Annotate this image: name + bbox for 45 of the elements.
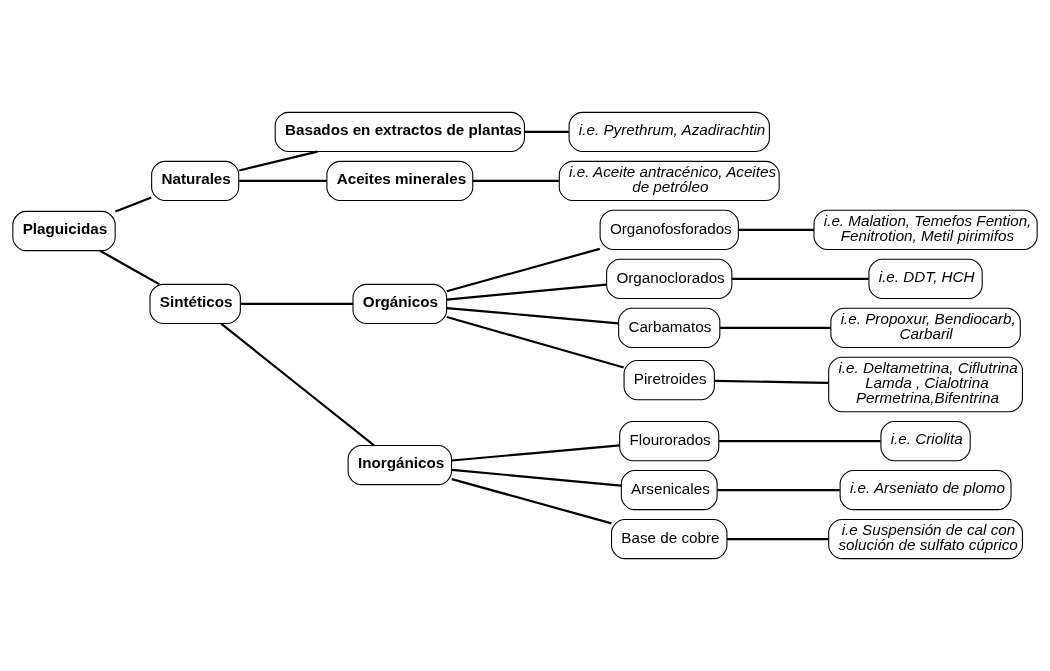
connector [451,444,620,462]
node-box: i.e. Malation, Temefos Fention, Fenitrotion, Metil pirimifos [813,209,1038,251]
connector [238,150,318,172]
node-box: Piretroides [623,360,715,401]
connector [717,489,840,492]
connector [451,478,612,525]
connector [472,179,559,182]
node-box: Organoclorados [606,258,733,300]
connector [727,537,829,541]
node-box: Plaguicidas [12,210,116,252]
connector [731,277,869,280]
node-box: Orgánicos [352,283,448,325]
node-box: Inorgánicos [347,444,453,486]
node-box: Flourorados [619,420,720,462]
node-box: i.e. Propoxur, Bendiocarb, Carbaril [830,307,1021,348]
node-box: i.e. Criolita [880,420,971,462]
node-box: Sintéticos [149,283,241,325]
node-box: i.e. Deltametrina, Ciflutrina Lamda , Cialotrina Permetrina,Bifentrina [828,356,1023,413]
connector [99,249,160,286]
node-box: i.e. DDT, HCH [868,258,983,300]
connector [719,326,831,329]
connector [524,130,569,134]
node-box: Base de cobre [611,518,728,560]
connector [239,179,327,182]
node-box: i.e. Pyrethrum, Azadirachtin [568,111,770,153]
connector [719,440,881,443]
node-box: Arsenicales [620,469,718,511]
node-box: i.e. Aceite antracénico, Aceites de petróleo [558,160,780,202]
connector [446,316,624,369]
connector [714,379,829,384]
connector [451,468,622,487]
node-box: Aceites minerales [326,160,474,202]
node-box: Carbamatos [618,307,721,348]
node-box: Basados en extractos de plantas [274,111,525,153]
node-box: i.e Suspensión de cal con solución de sulfato cúprico [828,518,1023,560]
connector [738,228,814,231]
connector [220,322,375,447]
connector [446,247,601,293]
connector [446,306,619,325]
node-box: Organofosforados [599,209,739,251]
connector [446,283,607,301]
connector [240,302,353,305]
node-box: Naturales [151,160,240,202]
connector [114,196,152,213]
node-box: i.e. Arseniato de plomo [839,469,1012,511]
